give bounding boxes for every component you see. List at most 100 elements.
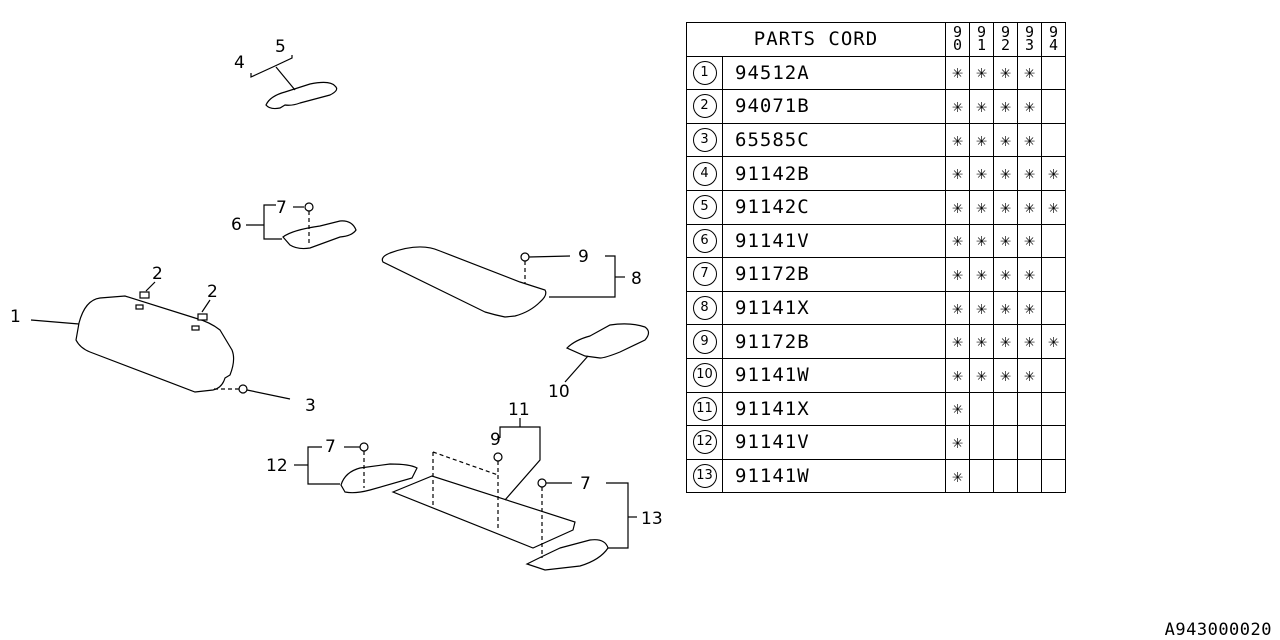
- year-applicability-cell: [993, 458, 1018, 494]
- year-applicability-cell: [1041, 391, 1066, 427]
- asterisk-mark-icon: ✳: [1000, 163, 1011, 185]
- year-applicability-cell: [1041, 122, 1066, 158]
- year-applicability-cell: [1041, 290, 1066, 326]
- year-applicability-cell: [969, 458, 994, 494]
- leader-4-5-to-part: [275, 66, 296, 91]
- year-applicability-cell: ✳: [993, 156, 1018, 191]
- asterisk-mark-icon: ✳: [952, 163, 963, 185]
- asterisk-mark-icon: ✳: [952, 196, 963, 218]
- year-applicability-cell: ✳: [969, 122, 994, 158]
- year-applicability-cell: [1041, 357, 1066, 393]
- bracket-6: [263, 204, 282, 240]
- item-number-cell: 7: [686, 257, 723, 292]
- year-applicability-cell: ✳: [945, 122, 970, 158]
- item-number-cell: 12: [686, 425, 723, 460]
- callout-7b: 7: [325, 437, 336, 457]
- item-number-circle: 8: [692, 296, 717, 321]
- year-digit: 9: [952, 23, 963, 42]
- asterisk-mark-icon: ✳: [1024, 163, 1035, 185]
- year-applicability-cell: ✳: [969, 89, 994, 124]
- callout-1: 1: [10, 307, 21, 327]
- year-digit: 3: [1024, 36, 1035, 55]
- asterisk-mark-icon: ✳: [1024, 230, 1035, 252]
- callout-9a: 9: [578, 247, 589, 267]
- leader-1: [30, 319, 80, 325]
- asterisk-mark-icon: ✳: [952, 297, 963, 319]
- year-applicability-cell: ✳: [969, 257, 994, 292]
- asterisk-mark-icon: ✳: [952, 465, 963, 487]
- year-applicability-cell: ✳: [993, 223, 1018, 259]
- leader-2a: [145, 281, 156, 292]
- callout-4: 4: [234, 53, 245, 73]
- callout-7: 7: [276, 198, 287, 218]
- leader-9: [528, 255, 571, 258]
- year-applicability-cell: [993, 391, 1018, 427]
- item-number-circle: 10: [692, 363, 717, 388]
- callout-2a: 2: [152, 264, 163, 284]
- part-code-cell: 65585C: [722, 122, 946, 158]
- callout-6: 6: [231, 215, 242, 235]
- reference-code: A943000020: [1164, 620, 1272, 640]
- part-code-cell: 94512A: [722, 55, 946, 91]
- asterisk-mark-icon: ✳: [976, 95, 987, 117]
- year-applicability-cell: ✳: [945, 257, 970, 292]
- slot: [135, 304, 144, 310]
- year-digit: 9: [1024, 23, 1035, 42]
- year-applicability-cell: ✳: [969, 189, 994, 225]
- part-11-plate: 9 11: [391, 400, 576, 549]
- year-applicability-cell: ✳: [969, 324, 994, 359]
- item-number-circle: 12: [692, 430, 717, 455]
- year-applicability-cell: ✳: [945, 189, 970, 225]
- asterisk-mark-icon: ✳: [1048, 163, 1059, 185]
- year-applicability-cell: ✳: [1017, 156, 1042, 191]
- year-applicability-cell: [1041, 458, 1066, 494]
- item-number-circle: 3: [692, 128, 717, 153]
- asterisk-mark-icon: ✳: [1048, 196, 1059, 218]
- callout-3: 3: [305, 396, 316, 416]
- asterisk-mark-icon: ✳: [976, 129, 987, 151]
- year-applicability-cell: ✳: [1041, 189, 1066, 225]
- year-digit: 9: [1000, 23, 1011, 42]
- asterisk-mark-icon: ✳: [1000, 297, 1011, 319]
- year-applicability-cell: ✳: [1017, 55, 1042, 91]
- year-applicability-cell: ✳: [969, 55, 994, 91]
- item-number-circle: 4: [692, 161, 717, 186]
- year-applicability-cell: ✳: [1017, 223, 1042, 259]
- asterisk-mark-icon: ✳: [976, 331, 987, 353]
- year-digit: 0: [952, 36, 963, 55]
- clip-7-icon: [304, 202, 314, 212]
- year-applicability-cell: ✳: [993, 257, 1018, 292]
- asterisk-mark-icon: ✳: [1000, 263, 1011, 285]
- item-number-cell: 11: [686, 391, 723, 427]
- asterisk-mark-icon: ✳: [976, 297, 987, 319]
- bracket-11: [499, 426, 541, 501]
- part-code-cell: 91141V: [722, 425, 946, 460]
- asterisk-mark-icon: ✳: [952, 95, 963, 117]
- year-applicability-cell: [1041, 89, 1066, 124]
- year-applicability-cell: [1041, 257, 1066, 292]
- part-4-5-plate: 5 4: [234, 37, 338, 110]
- item-number-cell: 2: [686, 89, 723, 124]
- year-applicability-cell: ✳: [969, 156, 994, 191]
- asterisk-mark-icon: ✳: [1000, 331, 1011, 353]
- item-number-cell: 5: [686, 189, 723, 225]
- part-10-plate: 10: [548, 323, 650, 402]
- year-applicability-cell: [993, 425, 1018, 460]
- item-number-cell: 1: [686, 55, 723, 91]
- asterisk-mark-icon: ✳: [976, 230, 987, 252]
- asterisk-mark-icon: ✳: [1000, 62, 1011, 84]
- asterisk-mark-icon: ✳: [976, 163, 987, 185]
- year-applicability-cell: ✳: [945, 425, 970, 460]
- asterisk-mark-icon: ✳: [952, 129, 963, 151]
